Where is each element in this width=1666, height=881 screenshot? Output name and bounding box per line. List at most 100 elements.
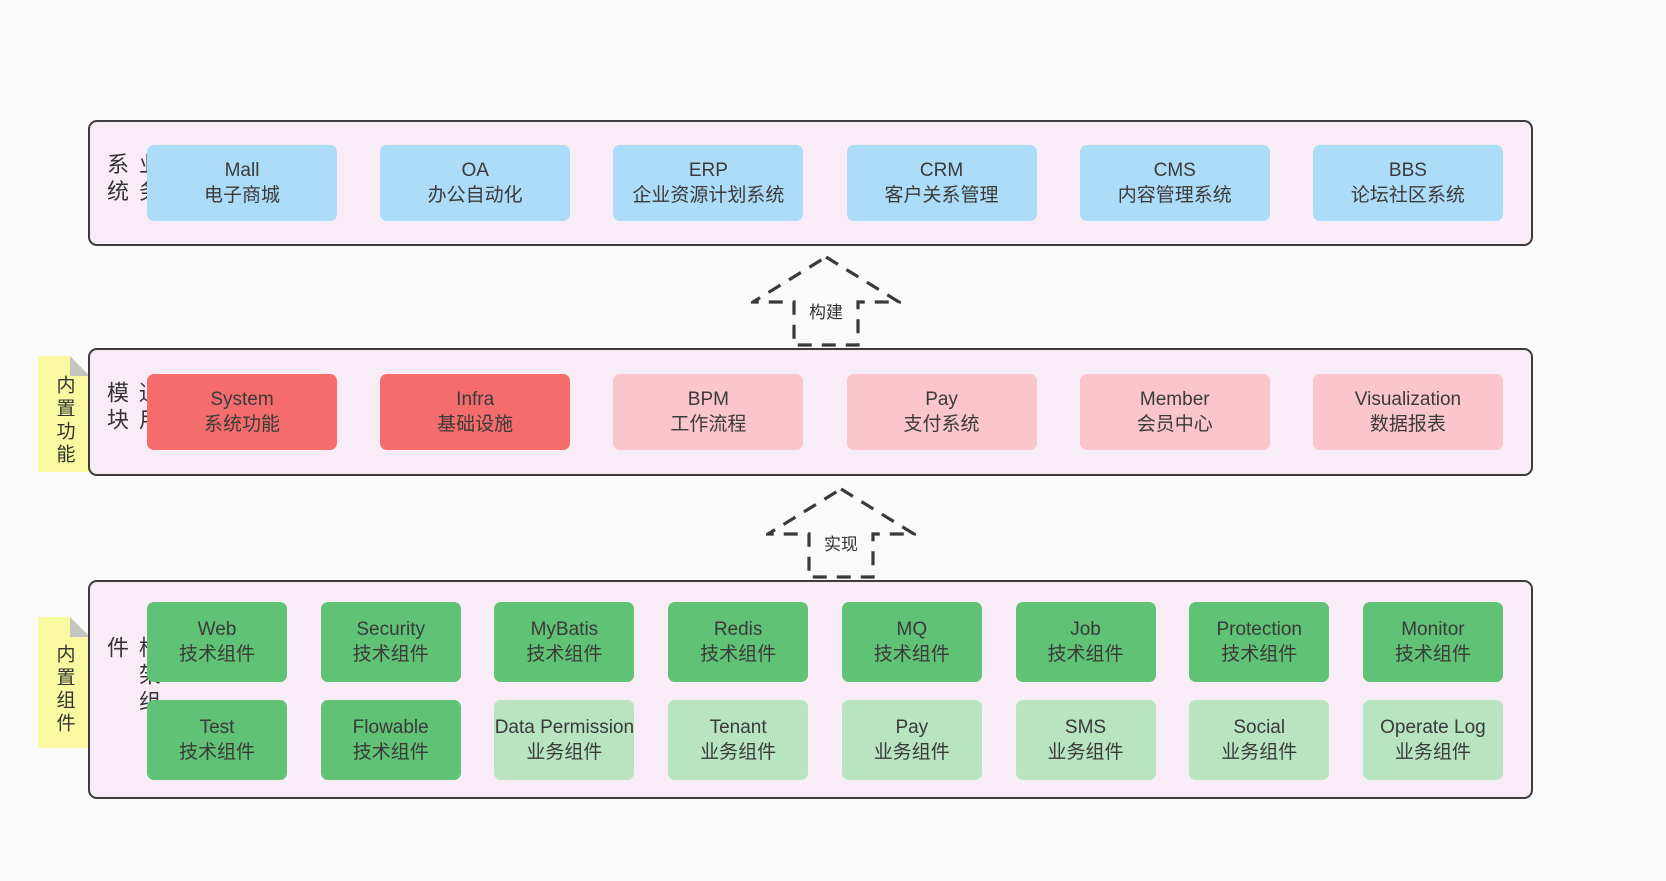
arrow-label: 构建 bbox=[806, 297, 846, 324]
box-web: Web 技术组件 bbox=[147, 602, 287, 682]
box-security: Security 技术组件 bbox=[320, 602, 461, 682]
box-title: Infra bbox=[456, 388, 495, 410]
box-erp: ERP 企业资源计划系统 bbox=[613, 145, 804, 221]
box-title: Security bbox=[356, 618, 426, 640]
box-subtitle: 业务组件 bbox=[700, 742, 777, 763]
box-sms: SMS 业务组件 bbox=[1015, 700, 1156, 780]
box-system: System 系统功能 bbox=[147, 374, 337, 450]
box-title: MyBatis bbox=[530, 618, 599, 640]
box-mall: Mall 电子商城 bbox=[147, 145, 337, 221]
box-title: Web bbox=[197, 618, 237, 640]
box-social: Social 业务组件 bbox=[1189, 700, 1330, 780]
sticky-note-modules: 内置功能 bbox=[38, 356, 90, 472]
box-title: Flowable bbox=[352, 716, 429, 738]
note-text: 内置组件 bbox=[53, 643, 75, 736]
box-tenant: Tenant 业务组件 bbox=[668, 700, 809, 780]
box-oa: OA 办公自动化 bbox=[380, 145, 571, 221]
box-title: Visualization bbox=[1354, 388, 1462, 410]
box-infra: Infra 基础设施 bbox=[380, 374, 571, 450]
box-subtitle: 基础设施 bbox=[437, 414, 514, 435]
box-title: Protection bbox=[1216, 618, 1302, 640]
box-title: Pay bbox=[925, 388, 958, 410]
box-title: SMS bbox=[1064, 716, 1107, 738]
box-title: Mall bbox=[224, 159, 260, 181]
box-subtitle: 业务组件 bbox=[1047, 742, 1124, 763]
box-flowable: Flowable 技术组件 bbox=[320, 700, 461, 780]
box-subtitle: 技术组件 bbox=[700, 644, 777, 665]
box-title: Member bbox=[1139, 388, 1210, 410]
box-subtitle: 客户关系管理 bbox=[884, 185, 999, 206]
box-subtitle: 企业资源计划系统 bbox=[632, 185, 785, 206]
box-subtitle: 会员中心 bbox=[1136, 414, 1213, 435]
box-subtitle: 系统功能 bbox=[203, 414, 280, 435]
box-member: Member 会员中心 bbox=[1079, 374, 1270, 450]
box-monitor: Monitor 技术组件 bbox=[1362, 602, 1503, 682]
box-subtitle: 支付系统 bbox=[903, 414, 980, 435]
box-title: OA bbox=[461, 159, 489, 181]
dashed-up-arrow-icon bbox=[751, 255, 901, 347]
arrow-implement: 实现 bbox=[766, 487, 916, 579]
box-subtitle: 技术组件 bbox=[352, 644, 429, 665]
box-subtitle: 技术组件 bbox=[178, 644, 255, 665]
box-subtitle: 业务组件 bbox=[1221, 742, 1298, 763]
arrow-label: 实现 bbox=[821, 529, 861, 556]
box-cms: CMS 内容管理系统 bbox=[1079, 145, 1270, 221]
box-subtitle: 技术组件 bbox=[352, 742, 429, 763]
box-subtitle: 办公自动化 bbox=[427, 185, 523, 206]
box-visualization: Visualization 数据报表 bbox=[1312, 374, 1503, 450]
box-subtitle: 论坛社区系统 bbox=[1350, 185, 1465, 206]
layer-business-row-0: Mall 电子商城 OA 办公自动化 ERP 企业资源计划系统 CRM 客户关系管理 CMS 内容… bbox=[147, 145, 1503, 221]
box-mq: MQ 技术组件 bbox=[841, 602, 982, 682]
layer-common-modules: 通用模块 System系统功能Infra基础设施BPM工作流程Pay支付系统Me… bbox=[88, 348, 1533, 476]
box-title: MQ bbox=[896, 618, 928, 640]
box-subtitle: 技术组件 bbox=[1047, 644, 1124, 665]
box-title: Operate Log bbox=[1380, 716, 1486, 738]
box-subtitle: 技术组件 bbox=[873, 644, 950, 665]
layer-business-systems: 业务系统 Mall电子商城OA办公自动化ERP企业资源计划系统CRM客户关系管理… bbox=[88, 120, 1533, 246]
layer-framework-components: 框架组件 Web技术组件Security技术组件MyBatis技术组件Redis… bbox=[88, 580, 1533, 799]
box-title: BBS bbox=[1388, 159, 1427, 181]
box-pay: Pay 支付系统 bbox=[846, 374, 1037, 450]
layer-modules-row-0: System 系统功能 Infra 基础设施 BPM 工作流程 Pay 支付系统 Member 会… bbox=[147, 374, 1503, 450]
box-job: Job 技术组件 bbox=[1015, 602, 1156, 682]
dashed-up-arrow-icon bbox=[766, 487, 916, 579]
box-title: BPM bbox=[687, 388, 729, 410]
box-subtitle: 数据报表 bbox=[1369, 414, 1446, 435]
box-subtitle: 业务组件 bbox=[526, 742, 603, 763]
box-data-permission: Data Permission 业务组件 bbox=[494, 700, 635, 780]
box-subtitle: 技术组件 bbox=[1221, 644, 1298, 665]
box-title: ERP bbox=[688, 159, 728, 181]
box-title: CMS bbox=[1153, 159, 1196, 181]
arrow-build: 构建 bbox=[751, 255, 901, 347]
box-subtitle: 电子商城 bbox=[203, 185, 280, 206]
box-title: System bbox=[210, 388, 274, 410]
note-fold-corner-icon bbox=[70, 617, 90, 637]
box-subtitle: 业务组件 bbox=[873, 742, 950, 763]
box-title: Pay bbox=[895, 716, 929, 738]
box-title: Data Permission bbox=[494, 716, 635, 738]
box-subtitle: 工作流程 bbox=[670, 414, 747, 435]
sticky-note-components: 内置组件 bbox=[38, 617, 90, 748]
box-title: Monitor bbox=[1401, 618, 1465, 640]
box-title: Job bbox=[1070, 618, 1101, 640]
box-subtitle: 技术组件 bbox=[178, 742, 255, 763]
box-bbs: BBS 论坛社区系统 bbox=[1312, 145, 1503, 221]
box-subtitle: 内容管理系统 bbox=[1117, 185, 1232, 206]
box-title: Social bbox=[1233, 716, 1286, 738]
box-protection: Protection 技术组件 bbox=[1189, 602, 1330, 682]
box-subtitle: 技术组件 bbox=[1394, 644, 1471, 665]
note-fold-corner-icon bbox=[70, 356, 90, 376]
box-title: Tenant bbox=[709, 716, 767, 738]
box-subtitle: 业务组件 bbox=[1394, 742, 1471, 763]
box-title: CRM bbox=[919, 159, 964, 181]
note-text: 内置功能 bbox=[53, 375, 75, 467]
box-pay: Pay 业务组件 bbox=[841, 700, 982, 780]
box-bpm: BPM 工作流程 bbox=[613, 374, 804, 450]
box-operate-log: Operate Log 业务组件 bbox=[1362, 700, 1503, 780]
